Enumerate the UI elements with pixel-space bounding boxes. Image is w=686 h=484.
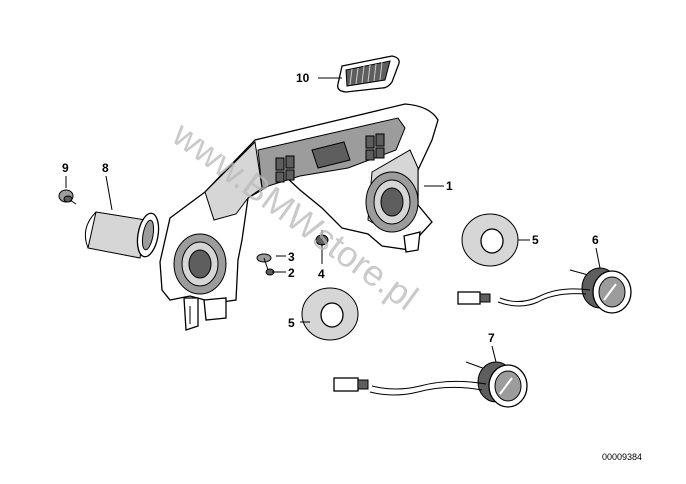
part-8-sleeve <box>84 211 160 259</box>
callout-7: 7 <box>488 331 495 345</box>
callout-6: 6 <box>592 233 599 247</box>
part-1-instrument-carrier <box>159 103 439 331</box>
drawing-number: 00009384 <box>602 452 642 462</box>
part-10-lamp <box>337 55 400 93</box>
callout-2: 2 <box>288 266 295 280</box>
callout-4: 4 <box>318 267 325 281</box>
part-9-screw <box>58 189 77 205</box>
part-5-ring-lower <box>301 287 359 341</box>
part-5-ring-upper <box>461 213 519 267</box>
callout-1: 1 <box>446 179 453 193</box>
callout-3: 3 <box>288 250 295 264</box>
callout-5-upper: 5 <box>532 233 539 247</box>
part-7-gauge <box>333 361 528 408</box>
callout-5-lower: 5 <box>288 316 295 330</box>
callout-10: 10 <box>296 71 310 85</box>
callout-9: 9 <box>62 161 69 175</box>
callout-8: 8 <box>102 161 109 175</box>
part-3-screw <box>256 253 272 271</box>
leader-lines <box>65 77 601 363</box>
part-6-gauge <box>457 267 632 314</box>
